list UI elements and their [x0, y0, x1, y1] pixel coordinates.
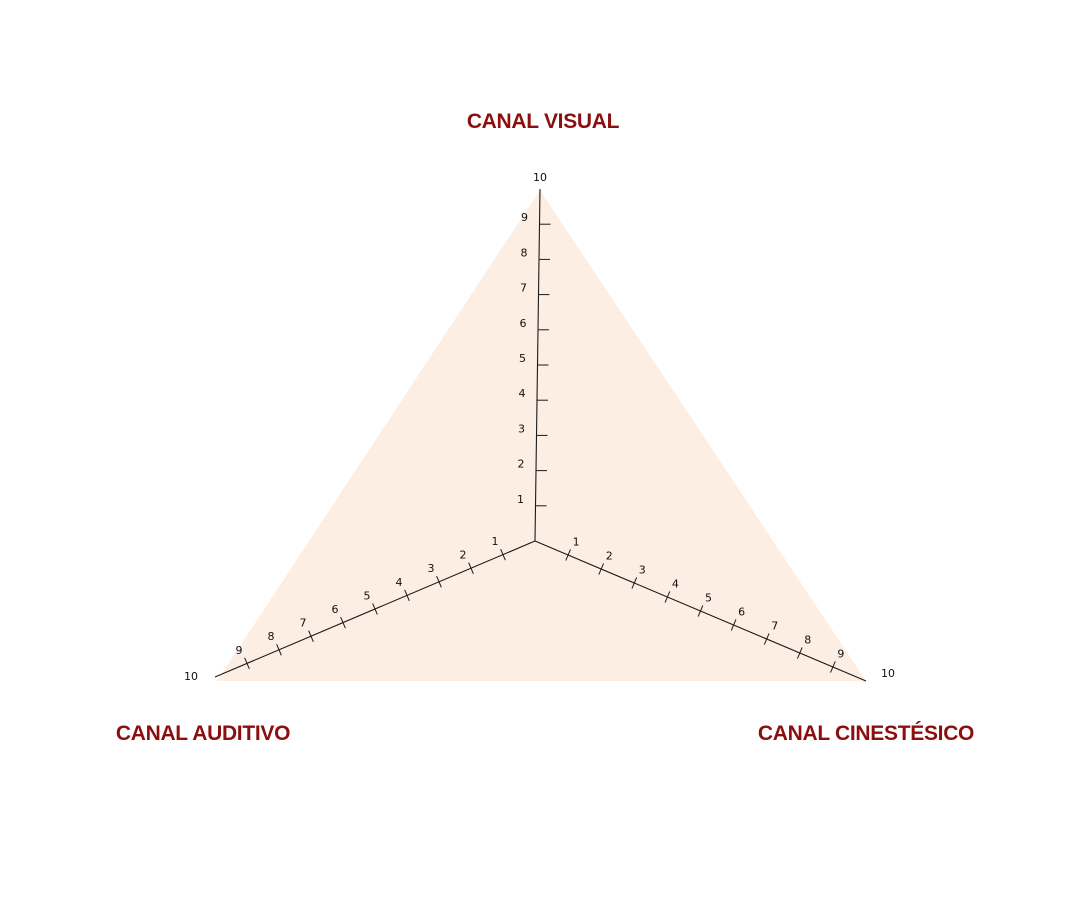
tick-mark-cinestesico-6	[730, 619, 737, 631]
tick-label-visual-10: 10	[533, 171, 547, 184]
ticks-group: 1 2 3 4 5 6 7 8 9 10 1 2 3 4 5 6 7 8 9 10 1 2 3 4 5 6 7 8 9 10	[184, 171, 895, 683]
tick-label-visual-4: 4	[519, 387, 526, 400]
tick-label-cinestesico-4: 4	[672, 577, 679, 590]
tick-mark-auditivo-9	[244, 657, 250, 670]
tick-label-auditivo-1: 1	[492, 535, 499, 548]
tick-mark-auditivo-7	[308, 630, 314, 642]
tick-label-visual-5: 5	[519, 352, 526, 365]
tick-label-visual-9: 9	[521, 211, 528, 224]
tick-mark-auditivo-5	[372, 603, 378, 615]
tick-mark-cinestesico-2	[598, 563, 605, 575]
tick-mark-auditivo-8	[276, 644, 282, 656]
tick-label-visual-6: 6	[520, 317, 527, 330]
tick-label-visual-8: 8	[521, 246, 528, 259]
axis-title-visual: CANAL VISUAL	[467, 110, 620, 133]
tick-mark-auditivo-3	[436, 576, 442, 588]
tick-label-cinestesico-5: 5	[705, 591, 712, 604]
tick-label-auditivo-9: 9	[236, 644, 243, 657]
tick-mark-cinestesico-3	[631, 577, 638, 589]
tick-mark-cinestesico-4	[664, 591, 671, 603]
tick-label-auditivo-7: 7	[300, 617, 307, 630]
axis-title-cinestesico: CANAL CINESTÉSICO	[758, 722, 974, 745]
tick-label-auditivo-6: 6	[332, 603, 339, 616]
tick-label-auditivo-4: 4	[396, 576, 403, 589]
tick-mark-cinestesico-9	[830, 661, 836, 673]
tick-label-cinestesico-1: 1	[573, 535, 580, 548]
tick-label-auditivo-2: 2	[460, 549, 467, 562]
tick-label-cinestesico-3: 3	[639, 563, 646, 576]
tick-label-visual-1: 1	[517, 493, 524, 506]
tick-label-cinestesico-2: 2	[606, 549, 613, 562]
tick-mark-auditivo-1	[500, 548, 506, 561]
tick-label-cinestesico-6: 6	[738, 605, 745, 618]
axis-title-auditivo: CANAL AUDITIVO	[116, 722, 290, 745]
tick-label-cinestesico-8: 8	[804, 633, 811, 646]
tick-mark-auditivo-2	[468, 562, 474, 574]
tick-label-cinestesico-7: 7	[771, 619, 778, 632]
tick-label-cinestesico-10: 10	[881, 667, 895, 680]
tick-label-visual-3: 3	[518, 422, 525, 435]
tick-label-auditivo-5: 5	[364, 589, 371, 602]
tick-mark-auditivo-6	[340, 616, 346, 629]
tick-mark-cinestesico-5	[697, 605, 704, 617]
tick-label-visual-7: 7	[520, 282, 527, 295]
tick-mark-cinestesico-7	[763, 633, 770, 645]
tick-label-visual-2: 2	[518, 458, 525, 471]
tick-mark-cinestesico-8	[796, 647, 803, 659]
tick-mark-cinestesico-1	[565, 549, 571, 561]
tick-mark-auditivo-4	[404, 589, 410, 602]
tick-label-auditivo-3: 3	[428, 562, 435, 575]
tick-label-cinestesico-9: 9	[837, 647, 844, 660]
tick-label-auditivo-10: 10	[184, 670, 198, 683]
tick-label-auditivo-8: 8	[268, 630, 275, 643]
